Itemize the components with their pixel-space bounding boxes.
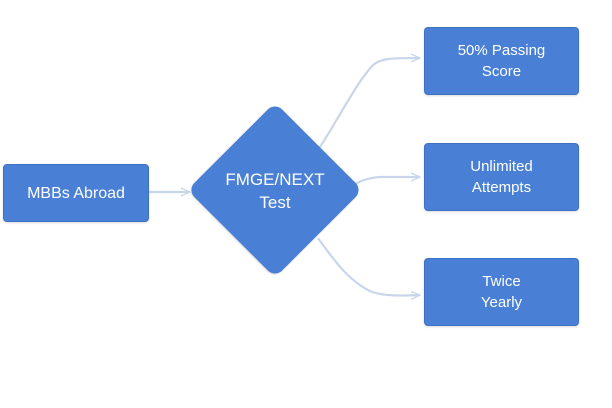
decision-label-line-2: Test [259, 193, 291, 212]
outcome-node-3: Twice Yearly [424, 258, 579, 326]
outcome-node-1: 50% Passing Score [424, 27, 579, 95]
outcome-1-line-2: Score [481, 63, 522, 80]
source-node: MBBs Abroad [3, 164, 149, 222]
decision-label: FMGE/NEXT Test [190, 167, 360, 215]
outcome-3-line-2: Yearly [480, 294, 523, 311]
connector-decision-to-outcome-1 [317, 58, 420, 151]
outcome-2-line-2: Attempts [471, 179, 532, 196]
outcome-2-line-1: Unlimited [470, 158, 533, 175]
source-node-label: MBBs Abroad [27, 184, 125, 202]
connector-decision-to-outcome-3 [317, 237, 420, 296]
outcome-3-line-1: Twice [482, 273, 521, 290]
outcome-1-line-1: 50% Passing [457, 42, 546, 59]
decision-label-line-1: FMGE/NEXT [225, 170, 325, 189]
outcome-node-2: Unlimited Attempts [424, 143, 579, 211]
